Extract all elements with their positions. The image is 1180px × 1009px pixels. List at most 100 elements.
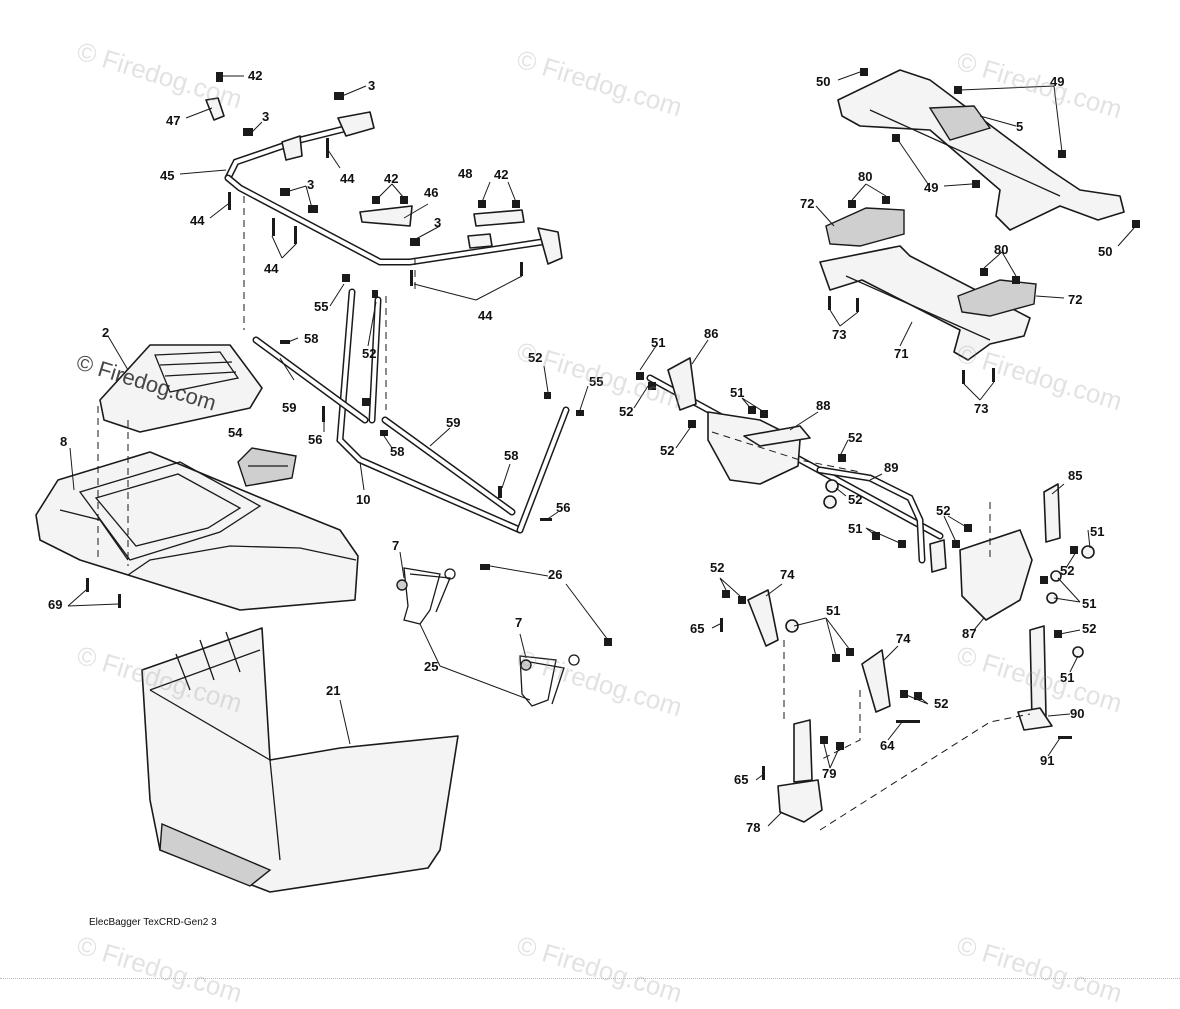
callout-44: 44 (340, 171, 355, 186)
lift-linkage (636, 357, 1095, 739)
callout-21: 21 (326, 683, 341, 698)
callout-59: 59 (446, 415, 461, 430)
callout-58: 58 (390, 444, 405, 459)
callout-56: 56 (308, 432, 323, 447)
callout-80: 80 (858, 169, 873, 184)
callout-85: 85 (1068, 468, 1083, 483)
callout-42: 42 (494, 167, 509, 182)
callout-90: 90 (1070, 706, 1085, 721)
callout-78: 78 (746, 820, 761, 835)
diagram-artwork (35, 68, 1140, 893)
callout-72: 72 (800, 196, 815, 211)
callout-46: 46 (424, 185, 439, 200)
callout-52: 52 (528, 350, 543, 365)
callout-49: 49 (1050, 74, 1065, 89)
chute-2 (99, 344, 263, 433)
callout-58: 58 (304, 331, 319, 346)
frame-hardware (205, 72, 525, 298)
callout-65: 65 (734, 772, 749, 787)
bracket-5-leaders (837, 71, 1135, 247)
handle-54 (237, 447, 297, 487)
callout-47: 47 (166, 113, 181, 128)
callout-56: 56 (556, 500, 571, 515)
support-frame (224, 111, 563, 266)
callout-88: 88 (816, 398, 831, 413)
bag-21 (141, 627, 459, 893)
linkage-rods (252, 288, 584, 534)
callout-52: 52 (848, 430, 863, 445)
frame-71 (819, 196, 1037, 384)
lift-linkage-leaders (633, 339, 1091, 757)
rod-leaders (279, 283, 589, 521)
callout-52: 52 (936, 503, 951, 518)
callout-59: 59 (282, 400, 297, 415)
callout-44: 44 (478, 308, 493, 323)
callout-80: 80 (994, 242, 1009, 257)
callout-89: 89 (884, 460, 899, 475)
callout-3: 3 (368, 78, 376, 93)
callout-51: 51 (826, 603, 841, 618)
callout-52: 52 (848, 492, 863, 507)
callout-25: 25 (424, 659, 439, 674)
callout-64: 64 (880, 738, 895, 753)
actuator-leaders (711, 577, 929, 827)
callout-52: 52 (660, 443, 675, 458)
callout-74: 74 (780, 567, 795, 582)
callout-54: 54 (228, 425, 243, 440)
callout-69: 69 (48, 597, 63, 612)
callout-55: 55 (589, 374, 604, 389)
callout-26: 26 (548, 567, 563, 582)
callout-7: 7 (515, 615, 523, 630)
callout-51: 51 (1090, 524, 1105, 539)
frame-71-leaders (815, 183, 1065, 401)
callout-52: 52 (1060, 563, 1075, 578)
actuator-assembly (720, 589, 922, 823)
bag-cover-8 (35, 451, 359, 611)
callout-5: 5 (1016, 119, 1024, 134)
callout-51: 51 (651, 335, 666, 350)
callout-52: 52 (1082, 621, 1097, 636)
callout-49: 49 (924, 180, 939, 195)
callout-52: 52 (934, 696, 949, 711)
callout-65: 65 (690, 621, 705, 636)
callout-74: 74 (896, 631, 911, 646)
callout-52: 52 (362, 346, 377, 361)
callout-50: 50 (1098, 244, 1113, 259)
callout-55: 55 (314, 299, 329, 314)
callout-52: 52 (710, 560, 725, 575)
callout-42: 42 (384, 171, 399, 186)
callout-58: 58 (504, 448, 519, 463)
callout-10: 10 (356, 492, 371, 507)
callout-72: 72 (1068, 292, 1083, 307)
parts-diagram: 42 47 3 3 45 44 44 3 44 42 46 48 42 3 55… (0, 36, 1180, 1008)
callout-51: 51 (1082, 596, 1097, 611)
callout-73: 73 (832, 327, 847, 342)
callout-79: 79 (822, 766, 837, 781)
upper-left-leaders (179, 75, 523, 301)
callout-45: 45 (160, 168, 175, 183)
callout-91: 91 (1040, 753, 1055, 768)
callout-50: 50 (816, 74, 831, 89)
callout-3: 3 (434, 215, 442, 230)
callout-7: 7 (392, 538, 400, 553)
diagram-footer-label: ElecBagger TexCRD-Gen2 3 (89, 917, 217, 928)
callout-2: 2 (102, 325, 110, 340)
callout-44: 44 (264, 261, 279, 276)
bracket-5 (837, 68, 1140, 231)
callout-42: 42 (248, 68, 263, 83)
callout-8: 8 (60, 434, 68, 449)
callout-3: 3 (307, 177, 315, 192)
springs-and-pins (396, 551, 612, 707)
callout-73: 73 (974, 401, 989, 416)
callout-71: 71 (894, 346, 909, 361)
callout-86: 86 (704, 326, 719, 341)
bottom-divider (0, 978, 1180, 980)
callout-51: 51 (730, 385, 745, 400)
callout-51: 51 (1060, 670, 1075, 685)
callout-44: 44 (190, 213, 205, 228)
callout-48: 48 (458, 166, 473, 181)
callout-51: 51 (848, 521, 863, 536)
callout-3: 3 (262, 109, 270, 124)
callout-52: 52 (619, 404, 634, 419)
callout-87: 87 (962, 626, 977, 641)
